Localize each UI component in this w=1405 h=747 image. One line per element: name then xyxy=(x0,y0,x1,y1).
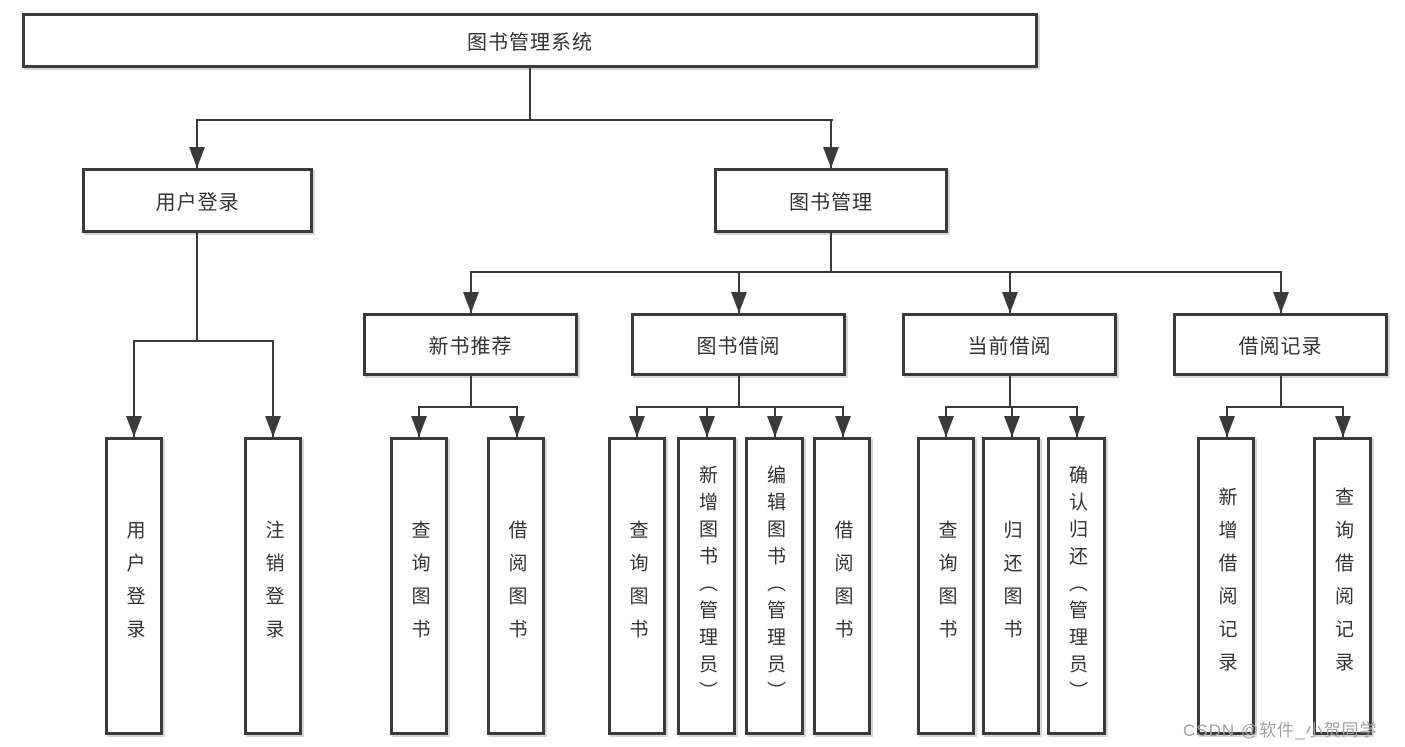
node-root: 图书管理系统 xyxy=(22,13,1038,68)
connector-to-book-management xyxy=(830,119,832,168)
leaf-add-borrow-record-label: 新增借阅记录 xyxy=(1215,487,1237,685)
node-borrowing-records-label: 借阅记录 xyxy=(1238,336,1323,358)
arrow-down-icon xyxy=(629,416,645,437)
node-book-management: 图书管理 xyxy=(714,168,948,233)
arrow-down-icon xyxy=(1219,416,1235,437)
arrow-down-icon xyxy=(189,147,205,168)
connector-user-login-stub xyxy=(196,233,198,340)
connector-to-leaf-user-login xyxy=(133,340,135,437)
arrow-down-icon xyxy=(411,416,427,437)
leaf-query-borrow-record-label: 查询借阅记录 xyxy=(1332,487,1353,685)
connector-groupA-split xyxy=(418,406,518,408)
connector-to-leaf-logout xyxy=(272,340,274,437)
connector-user-login-split xyxy=(133,340,274,342)
leaf-add-books-admin: 新增图书（管理员） xyxy=(677,437,736,735)
arrow-down-icon xyxy=(938,416,954,437)
leaf-logout: 注销登录 xyxy=(244,437,302,735)
leaf-query-books-b-label: 查询图书 xyxy=(626,520,648,652)
leaf-query-books-c-label: 查询图书 xyxy=(935,520,957,652)
node-new-book-recommend: 新书推荐 xyxy=(363,313,578,376)
node-user-login-label: 用户登录 xyxy=(155,192,240,214)
arrow-down-icon xyxy=(731,292,747,313)
leaf-logout-label: 注销登录 xyxy=(262,520,284,652)
leaf-confirm-return-admin: 确认归还（管理员） xyxy=(1047,437,1106,735)
node-current-borrowing-label: 当前借阅 xyxy=(967,336,1052,358)
node-book-borrowing-label: 图书借阅 xyxy=(696,336,781,358)
arrow-down-icon xyxy=(823,147,839,168)
connector-to-user-login xyxy=(196,119,198,168)
arrow-down-icon xyxy=(463,292,479,313)
arrow-down-icon xyxy=(126,416,142,437)
leaf-query-books-c: 查询图书 xyxy=(917,437,975,735)
leaf-query-books-a-label: 查询图书 xyxy=(408,520,430,652)
leaf-user-login: 用户登录 xyxy=(105,437,163,735)
node-current-borrowing: 当前借阅 xyxy=(902,313,1117,376)
arrow-down-icon xyxy=(767,416,783,437)
arrow-down-icon xyxy=(1273,292,1289,313)
leaf-user-login-label: 用户登录 xyxy=(123,520,145,652)
leaf-borrow-books-b: 借阅图书 xyxy=(813,437,871,735)
arrow-down-icon xyxy=(1335,416,1351,437)
connector-book-mgmt-split xyxy=(470,271,1281,273)
leaf-borrow-books-a: 借阅图书 xyxy=(487,437,545,735)
leaf-query-books-a: 查询图书 xyxy=(390,437,448,735)
leaf-return-books-label: 归还图书 xyxy=(1000,520,1022,652)
node-user-login: 用户登录 xyxy=(82,168,313,233)
leaf-borrow-books-b-label: 借阅图书 xyxy=(831,520,853,652)
connector-groupC-stub xyxy=(1009,376,1011,406)
connector-groupD-stub xyxy=(1280,376,1282,406)
leaf-add-borrow-record: 新增借阅记录 xyxy=(1197,437,1255,735)
node-book-management-label: 图书管理 xyxy=(789,192,873,214)
leaf-query-books-b: 查询图书 xyxy=(608,437,666,735)
node-book-borrowing: 图书借阅 xyxy=(631,313,846,376)
leaf-edit-books-admin-label: 编辑图书（管理员） xyxy=(764,464,785,708)
connector-book-mgmt-stub xyxy=(830,233,832,273)
connector-root-stub xyxy=(529,68,531,119)
node-root-label: 图书管理系统 xyxy=(467,32,593,54)
leaf-confirm-return-admin-label: 确认归还（管理员） xyxy=(1066,464,1087,708)
arrow-down-icon xyxy=(699,416,715,437)
leaf-return-books: 归还图书 xyxy=(982,437,1040,735)
connector-root-split xyxy=(196,119,833,121)
arrow-down-icon xyxy=(1002,292,1018,313)
arrow-down-icon xyxy=(1069,416,1085,437)
connector-groupD-split xyxy=(1226,406,1342,408)
arrow-down-icon xyxy=(1004,416,1020,437)
node-new-book-recommend-label: 新书推荐 xyxy=(428,336,513,358)
arrow-down-icon xyxy=(509,416,525,437)
connector-groupA-stub xyxy=(470,376,472,406)
node-borrowing-records: 借阅记录 xyxy=(1173,313,1388,376)
csdn-watermark: CSDN @软件_小贺同学 xyxy=(1183,721,1378,740)
arrow-down-icon xyxy=(265,416,281,437)
leaf-borrow-books-a-label: 借阅图书 xyxy=(505,520,527,652)
leaf-query-borrow-record: 查询借阅记录 xyxy=(1313,437,1372,735)
arrow-down-icon xyxy=(835,416,851,437)
leaf-edit-books-admin: 编辑图书（管理员） xyxy=(745,437,804,735)
connector-groupB-split xyxy=(636,406,843,408)
connector-groupB-stub xyxy=(738,376,740,406)
leaf-add-books-admin-label: 新增图书（管理员） xyxy=(696,464,717,708)
